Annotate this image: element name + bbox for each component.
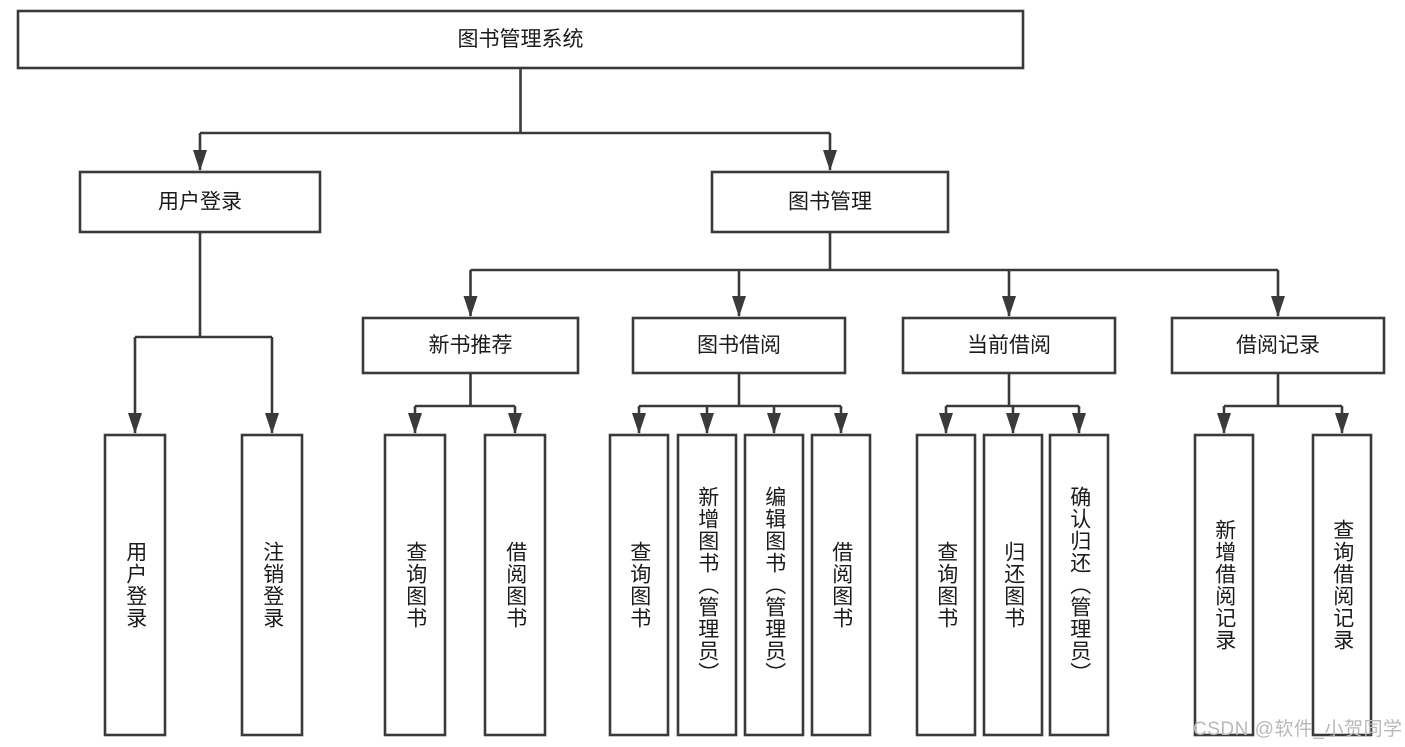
node-label-leaf-12: 查询借阅记录 <box>1330 519 1354 651</box>
node-label-leaf-4: 查询图书 <box>627 541 651 629</box>
node-level1-1[interactable] <box>710 170 950 234</box>
node-leaf-5[interactable] <box>676 433 738 737</box>
arrow-head-icon-leaf-2-2 <box>767 413 781 434</box>
arrow-head-icon-leaf-3-0 <box>939 413 953 434</box>
node-label-leaf-3: 借阅图书 <box>503 541 527 629</box>
arrow-head-icon-l2-3 <box>1271 296 1285 317</box>
arrow-head-icon-leaf-4-1 <box>1335 413 1349 434</box>
node-label-leaf-11: 新增借阅记录 <box>1212 519 1236 651</box>
node-leaf-3[interactable] <box>483 433 547 737</box>
arrow-head-icon-leaf-0-0 <box>128 413 142 434</box>
node-label-leaf-0: 用户登录 <box>123 541 147 629</box>
node-label-level2-0: 新书推荐 <box>429 334 513 357</box>
node-root-图书管理系统[interactable] <box>16 9 1025 70</box>
arrow-head-icon-l2-1 <box>732 296 746 317</box>
node-level1-0[interactable] <box>78 170 322 234</box>
node-label-leaf-9: 归还图书 <box>1001 541 1025 629</box>
arrow-head-icon-l2-2 <box>1002 296 1016 317</box>
node-leaf-10[interactable] <box>1048 433 1110 737</box>
node-leaf-1[interactable] <box>240 433 304 737</box>
node-label-root: 图书管理系统 <box>458 28 584 51</box>
node-label-level2-2: 当前借阅 <box>967 334 1051 357</box>
node-label-leaf-7: 借阅图书 <box>829 541 853 629</box>
node-leaf-2[interactable] <box>383 433 447 737</box>
arrow-head-icon-leaf-2-0 <box>632 413 646 434</box>
csdn-watermark: CSDN @软件_小贺同学 <box>1193 719 1403 740</box>
node-leaf-9[interactable] <box>982 433 1044 737</box>
node-label-level1-0: 用户登录 <box>158 191 242 214</box>
boxes-layer <box>16 9 1386 737</box>
arrow-head-icon-leaf-1-1 <box>508 413 522 434</box>
node-leaf-12[interactable] <box>1311 433 1373 737</box>
arrow-head-icon-leaf-3-1 <box>1006 413 1020 434</box>
node-level2-0[interactable] <box>361 316 580 375</box>
arrow-head-icon-leaf-1-0 <box>408 413 422 434</box>
node-leaf-4[interactable] <box>608 433 670 737</box>
connectors-layer <box>128 68 1349 434</box>
node-label-leaf-1: 注销登录 <box>260 541 284 629</box>
node-label-leaf-10: 确认归还（管理员） <box>1067 486 1091 684</box>
node-leaf-11[interactable] <box>1193 433 1255 737</box>
arrow-head-icon-leaf-0-1 <box>265 413 279 434</box>
arrow-head-icon-leaf-4-0 <box>1217 413 1231 434</box>
node-level2-3[interactable] <box>1170 316 1386 375</box>
node-leaf-0[interactable] <box>103 433 167 737</box>
arrow-head-icon-l1-1 <box>823 150 837 171</box>
arrow-head-icon-leaf-3-2 <box>1072 413 1086 434</box>
arrow-head-icon-l1-0 <box>193 150 207 171</box>
arrow-head-icon-l2-0 <box>463 296 478 317</box>
node-label-leaf-2: 查询图书 <box>403 541 427 629</box>
node-leaf-7[interactable] <box>810 433 872 737</box>
node-level2-2[interactable] <box>901 316 1117 375</box>
arrow-head-icon-leaf-2-1 <box>700 413 714 434</box>
node-label-leaf-8: 查询图书 <box>934 541 958 629</box>
node-label-level2-3: 借阅记录 <box>1236 334 1320 357</box>
node-label-leaf-5: 新增图书（管理员） <box>695 486 719 684</box>
node-level2-1[interactable] <box>631 316 847 375</box>
arrow-head-icon-leaf-2-3 <box>834 413 848 434</box>
node-leaf-8[interactable] <box>915 433 977 737</box>
node-label-leaf-6: 编辑图书（管理员） <box>762 486 786 684</box>
node-leaf-6[interactable] <box>743 433 805 737</box>
node-label-level1-1: 图书管理 <box>788 191 872 214</box>
node-label-level2-1: 图书借阅 <box>697 334 781 357</box>
